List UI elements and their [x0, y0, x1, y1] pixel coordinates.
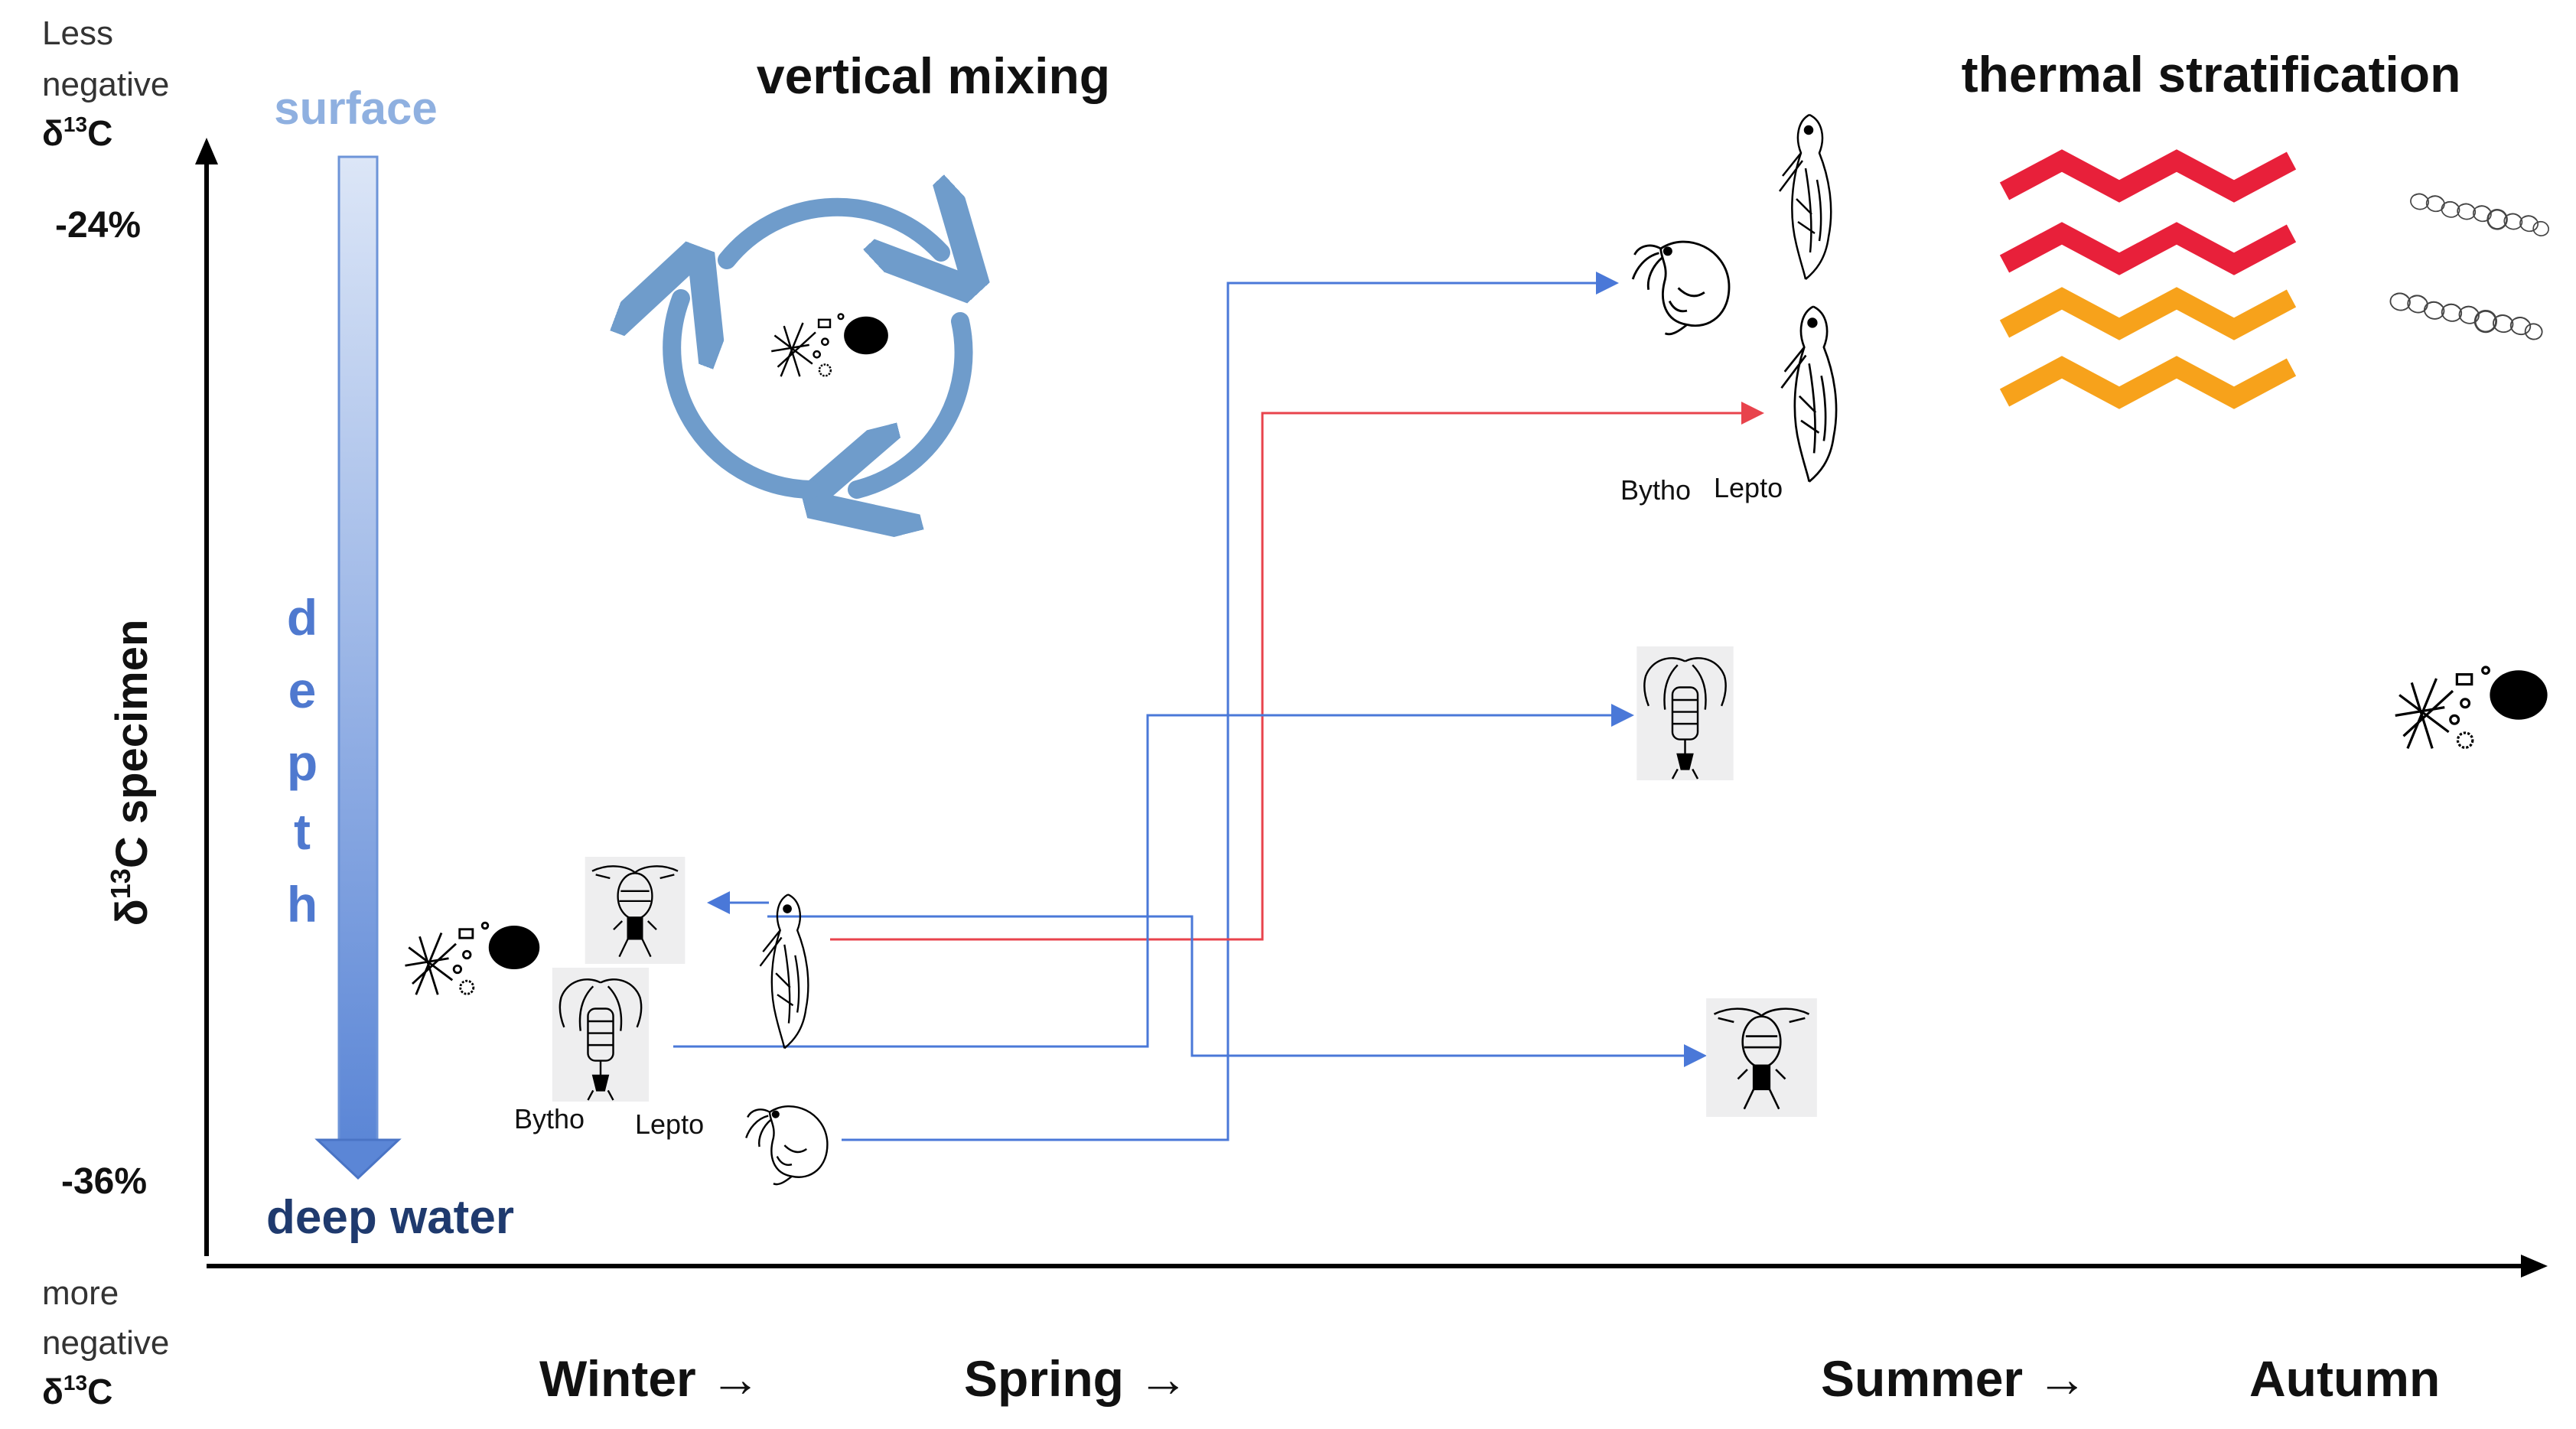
- depth-letter-e: e: [288, 662, 317, 718]
- y-axis-arrowhead: [195, 138, 218, 164]
- flow-leptodora: [830, 402, 1764, 941]
- diatom-chain-icon-2: [2386, 288, 2546, 345]
- particle-cluster-winter-icon: [404, 921, 541, 996]
- more-negative-label-line2: negative: [42, 1324, 169, 1362]
- diatom-chain-icon-1: [2407, 190, 2552, 241]
- leptodora-summer-icon: [1780, 304, 1838, 483]
- less-negative-isotope: δ13C: [42, 112, 112, 153]
- particle-cluster-mixing-icon: [770, 313, 890, 378]
- bythotrephes-summer-icon: [1636, 646, 1734, 780]
- copepod-winter-icon: [584, 857, 686, 964]
- season-summer: Summer →: [1821, 1350, 2087, 1407]
- y-axis-title: δ13C specimen: [105, 620, 157, 926]
- vertical-mixing-heading: vertical mixing: [757, 47, 1110, 104]
- warm-wave-2: [1999, 222, 2297, 275]
- season-labels: Winter → Spring → Summer → Autumn: [539, 1350, 2440, 1407]
- stratification-waves-icon: [1999, 149, 2297, 409]
- season-spring: Spring →: [964, 1350, 1188, 1407]
- depth-arrow-head: [314, 1138, 402, 1180]
- warm-wave-1: [1999, 149, 2297, 203]
- depth-letter-t: t: [294, 803, 311, 860]
- mid-wave-2: [1999, 356, 2297, 409]
- y-tick-top: -24%: [55, 205, 141, 246]
- lepto-winter-label: Lepto: [635, 1108, 704, 1140]
- deep-water-label: deep water: [266, 1191, 514, 1244]
- flow-bythotrephes: [673, 704, 1634, 1048]
- lepto-summer-label: Lepto: [1714, 472, 1783, 503]
- depth-arrow-shaft: [337, 155, 379, 1145]
- mid-wave-1: [1999, 287, 2297, 340]
- daphnia-winter-icon: [744, 1105, 829, 1186]
- thermal-stratification-heading: thermal stratification: [1962, 46, 2461, 103]
- leptodora-summer-top-icon: [1778, 113, 1832, 281]
- flow-copepod: [767, 915, 1707, 1067]
- less-negative-label-line2: negative: [42, 66, 169, 103]
- depth-letters: d e p t h: [287, 589, 318, 933]
- season-autumn: Autumn: [2249, 1350, 2440, 1407]
- season-winter: Winter →: [539, 1350, 760, 1407]
- more-negative-label-line1: more: [42, 1274, 119, 1312]
- daphnia-summer-icon: [1631, 240, 1731, 336]
- surface-label: surface: [274, 83, 437, 134]
- less-negative-label-line1: Less: [42, 15, 113, 52]
- particle-cluster-autumn-icon: [2394, 666, 2549, 750]
- bythotrephes-winter-icon: [551, 968, 650, 1102]
- bytho-summer-label: Bytho: [1620, 474, 1691, 506]
- depth-letter-d: d: [287, 589, 318, 646]
- mixing-cycle-icon: [672, 207, 963, 490]
- x-axis-arrowhead: [2521, 1255, 2548, 1278]
- flow-daphnia: [842, 272, 1619, 1141]
- copepod-summer-icon: [1706, 998, 1817, 1117]
- more-negative-isotope: δ13C: [42, 1371, 112, 1411]
- y-tick-bottom: -36%: [61, 1161, 147, 1202]
- bytho-winter-label: Bytho: [514, 1103, 585, 1134]
- depth-letter-h: h: [287, 876, 318, 933]
- depth-letter-p: p: [287, 734, 318, 791]
